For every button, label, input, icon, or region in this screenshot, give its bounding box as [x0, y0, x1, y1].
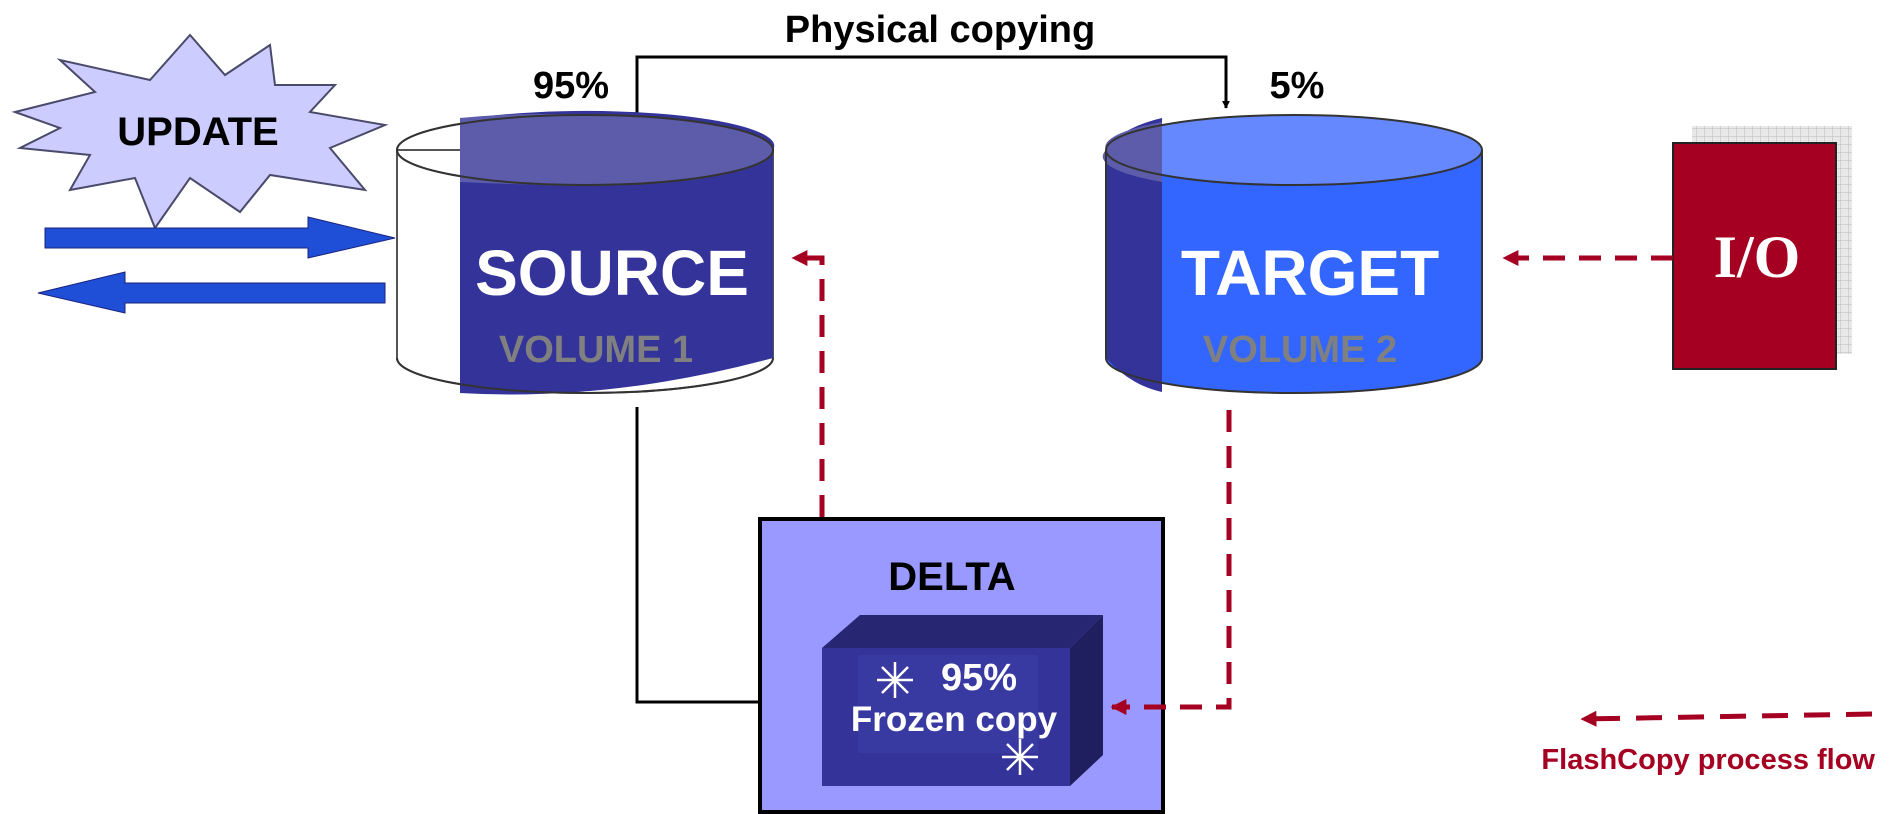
source-cylinder: SOURCE VOLUME 1 — [396, 110, 775, 395]
physical-copy-connector — [635, 55, 1230, 113]
update-arrows — [37, 216, 396, 314]
target-label: TARGET — [1181, 237, 1439, 309]
delta-percent: 95% — [941, 657, 1017, 699]
asterisk-icon — [877, 662, 913, 698]
update-label: UPDATE — [117, 110, 278, 154]
source-volume-label: VOLUME 1 — [499, 329, 693, 371]
update-arrow-right — [44, 216, 396, 259]
legend: FlashCopy process flow — [1541, 710, 1875, 776]
update-burst: UPDATE — [11, 33, 389, 231]
target-to-delta-flow — [1110, 410, 1232, 715]
io-box: I/O — [1672, 126, 1852, 370]
source-to-delta-line — [635, 407, 817, 706]
target-volume-label: VOLUME 2 — [1203, 329, 1397, 371]
legend-dashed-arrow — [1580, 710, 1873, 727]
title-physical-copying: Physical copying — [785, 9, 1095, 51]
delta-label: DELTA — [888, 555, 1015, 599]
io-label: I/O — [1714, 224, 1801, 290]
source-percent: 95% — [533, 65, 609, 107]
frozen-copy-block — [822, 615, 1103, 786]
frozen-copy-label: Frozen copy — [851, 700, 1058, 739]
target-percent: 5% — [1270, 65, 1325, 107]
delta-to-source-flow — [791, 250, 825, 517]
legend-label: FlashCopy process flow — [1541, 744, 1875, 776]
flashcopy-flow-lines — [791, 250, 1673, 715]
delta-box: DELTA 95% Frozen copy — [758, 517, 1165, 814]
asterisk-icon — [1002, 739, 1038, 775]
target-cylinder: TARGET VOLUME 2 — [1102, 114, 1483, 394]
source-label: SOURCE — [475, 237, 749, 309]
update-arrow-left — [37, 271, 386, 314]
